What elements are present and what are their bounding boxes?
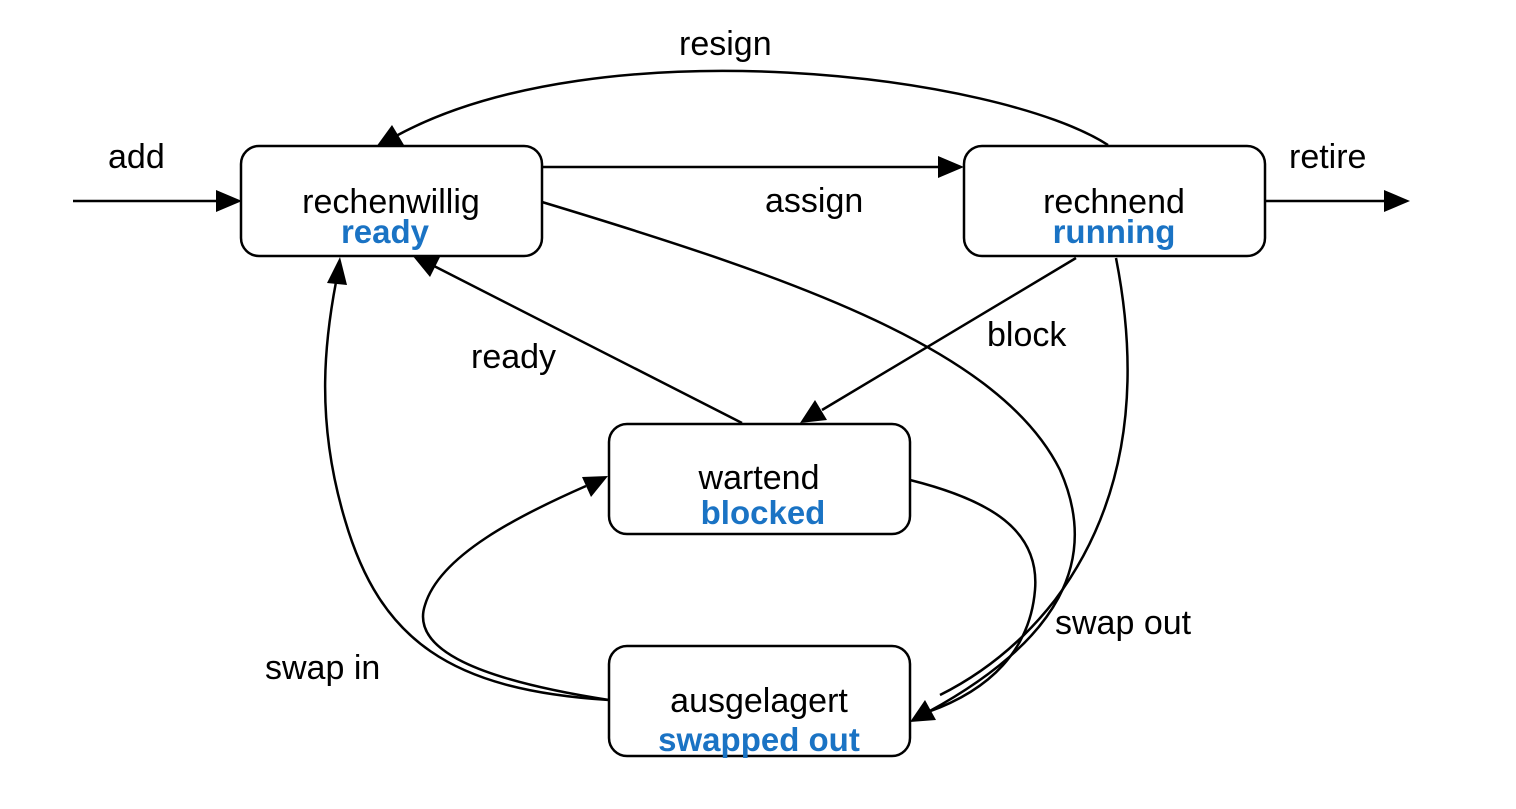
state-swapped-out-de-label: ausgelagert — [670, 682, 848, 720]
state-blocked-en-label: blocked — [701, 494, 826, 531]
edge-label-retire: retire — [1289, 138, 1366, 176]
state-ready-de-label: rechenwillig — [302, 183, 480, 221]
edge-swap-out-from-running — [939, 257, 1129, 697]
state-swapped-out-en-label: swapped out — [658, 721, 860, 758]
state-blocked: wartend blocked — [607, 422, 912, 536]
edge-swap-in-to-blocked — [421, 476, 610, 702]
edge-retire — [1266, 190, 1410, 212]
edge-label-resign: resign — [679, 25, 772, 63]
edge-label-add: add — [108, 138, 165, 176]
edge-add — [73, 190, 242, 212]
edge-label-block: block — [987, 316, 1067, 354]
state-ready: rechenwillig ready — [239, 144, 544, 258]
edge-resign — [376, 69, 1109, 147]
state-running: rechnend running — [962, 144, 1267, 258]
edge-block — [800, 256, 1077, 423]
edge-swap-out-from-ready — [541, 200, 1076, 722]
state-swapped-out: ausgelagert swapped out — [607, 644, 912, 758]
edge-swap-out-from-blocked — [909, 478, 1037, 714]
edge-assign — [542, 156, 964, 178]
state-ready-en-label: ready — [341, 213, 430, 250]
state-running-de-label: rechnend — [1043, 183, 1185, 221]
edge-label-swap-out: swap out — [1055, 604, 1192, 642]
edge-ready — [412, 255, 743, 425]
edge-label-assign: assign — [765, 182, 863, 220]
state-blocked-de-label: wartend — [698, 459, 820, 497]
edge-swap-in-to-ready — [323, 257, 610, 702]
edge-label-ready: ready — [471, 338, 556, 376]
state-running-en-label: running — [1053, 213, 1176, 250]
edge-label-swap-in: swap in — [265, 649, 380, 687]
